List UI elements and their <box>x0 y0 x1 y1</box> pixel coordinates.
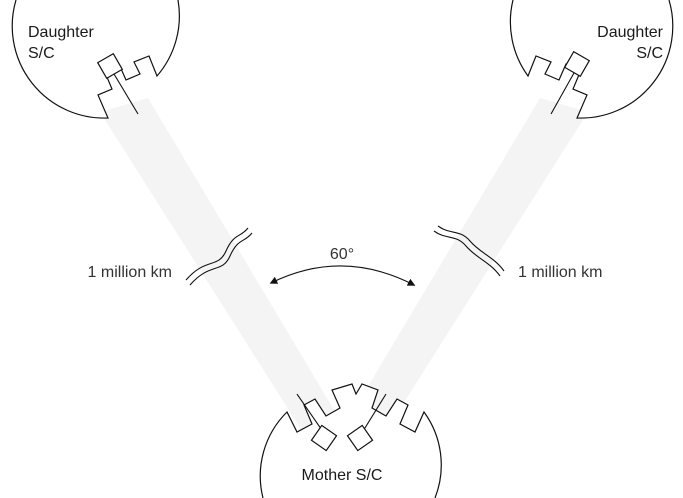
daughter-right-body <box>509 0 674 119</box>
daughter-left-label-line1: Daughter <box>28 24 94 41</box>
daughter-right-label-line1: Daughter <box>597 24 663 41</box>
angle-arrow <box>269 265 416 286</box>
daughter-left-label-line2: S/C <box>28 45 55 62</box>
angle-label: 60° <box>330 246 354 263</box>
daughter-right-label-line2: S/C <box>636 45 663 62</box>
daughter-left-spacecraft: Daughter S/C <box>11 0 180 119</box>
daughter-right-spacecraft: Daughter S/C <box>509 0 674 119</box>
right-distance-label: 1 million km <box>518 264 602 281</box>
mother-optical-bench-left <box>310 424 338 452</box>
left-arm-break-mark <box>185 227 253 286</box>
daughter-left-optical-bench <box>96 52 124 80</box>
left-distance-label: 1 million km <box>88 264 172 281</box>
left-laser-beam <box>100 98 352 456</box>
mother-optical-bench-right <box>346 424 374 452</box>
right-laser-beam <box>336 98 588 456</box>
mother-label: Mother S/C <box>302 467 383 484</box>
daughter-right-optical-bench <box>563 50 591 78</box>
right-arm-break-mark <box>433 225 505 277</box>
mother-spacecraft: Mother S/C <box>259 383 442 498</box>
daughter-left-body <box>11 0 180 119</box>
